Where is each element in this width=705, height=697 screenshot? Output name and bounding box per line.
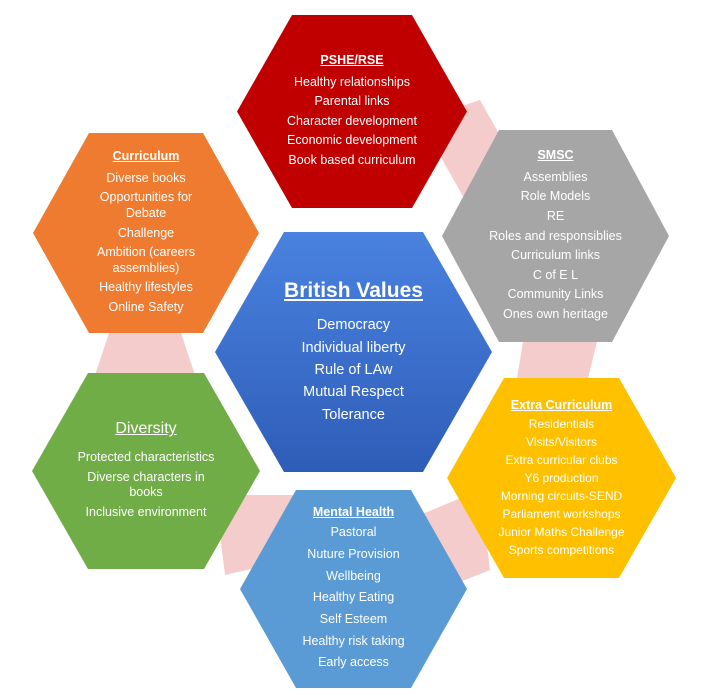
list-item: Democracy (316, 317, 391, 334)
list-item: Diverse books (106, 170, 186, 185)
list-item: Mutual Respect (303, 384, 404, 401)
list-item: Roles and responsiblies (489, 228, 622, 243)
list-item: Book based curriculum (288, 153, 416, 168)
hex-extra-shape (447, 378, 676, 578)
british-values-title: British Values (284, 279, 423, 303)
list-item: Healthy risk taking (302, 633, 405, 648)
list-item: Individual liberty (301, 339, 406, 356)
list-item: Economic development (287, 133, 417, 148)
list-item: Community Links (507, 287, 604, 302)
list-item: Opportunities for Debate (99, 190, 193, 220)
list-item: Character development (287, 113, 417, 128)
curriculum-title: Curriculum (112, 149, 180, 164)
list-item: Sports competitions (508, 542, 615, 557)
mental-health-title: Mental Health (312, 505, 395, 520)
list-item: Self Esteem (319, 611, 388, 626)
hex-curriculum-shape (33, 133, 259, 333)
list-item: Visits/Visitors (526, 434, 597, 449)
list-item: Healthy relationships (293, 74, 411, 89)
hex-british-shape (215, 232, 492, 472)
hex-pshe-shape (237, 15, 467, 208)
list-item: Pastoral (330, 525, 377, 540)
list-item: Assemblies (523, 169, 588, 184)
extra-curriculum-title: Extra Curriculum (510, 397, 613, 412)
hex-mental-shape (240, 490, 467, 688)
list-item: Role Models (520, 189, 591, 204)
list-item: Tolerance (322, 406, 385, 423)
list-item: Challenge (117, 225, 175, 240)
list-item: Nuture Provision (307, 547, 400, 562)
list-item: Healthy Eating (312, 590, 395, 605)
list-item: Healthy lifestyles (99, 280, 193, 295)
list-item: RE (546, 208, 565, 223)
list-item: Junior Maths Challenge (498, 524, 625, 539)
list-item: Rule of LAw (314, 361, 393, 378)
list-item: Ambition (careers assemblies) (97, 245, 195, 275)
diversity-title: Diversity (115, 420, 177, 438)
list-item: Parental links (314, 94, 390, 109)
connector-smsc-extra (515, 330, 600, 390)
hex-smsc-shape (442, 130, 669, 342)
connector-curriculum-diversity (95, 330, 195, 375)
list-item: Curriculum links (511, 248, 600, 263)
list-item: Parliament workshops (502, 506, 621, 521)
list-item: Protected characteristics (77, 450, 215, 465)
list-item: Y6 production (524, 470, 599, 485)
list-item: Early access (318, 655, 389, 670)
list-item: Inclusive environment (85, 505, 207, 520)
list-item: C of E L (532, 267, 579, 282)
hex-diversity-shape (32, 373, 260, 569)
list-item: Online Safety (108, 300, 184, 314)
list-item: Wellbeing (326, 568, 381, 583)
list-item: Residentials (528, 416, 595, 431)
list-item: Morning circuits-SEND (500, 488, 623, 503)
smsc-title: SMSC (537, 148, 574, 163)
pshe-title: PSHE/RSE (320, 53, 384, 68)
list-item: Ones own heritage (503, 307, 608, 321)
list-item: Extra curricular clubs (505, 452, 618, 467)
list-item: Diverse characters in books (87, 469, 205, 500)
